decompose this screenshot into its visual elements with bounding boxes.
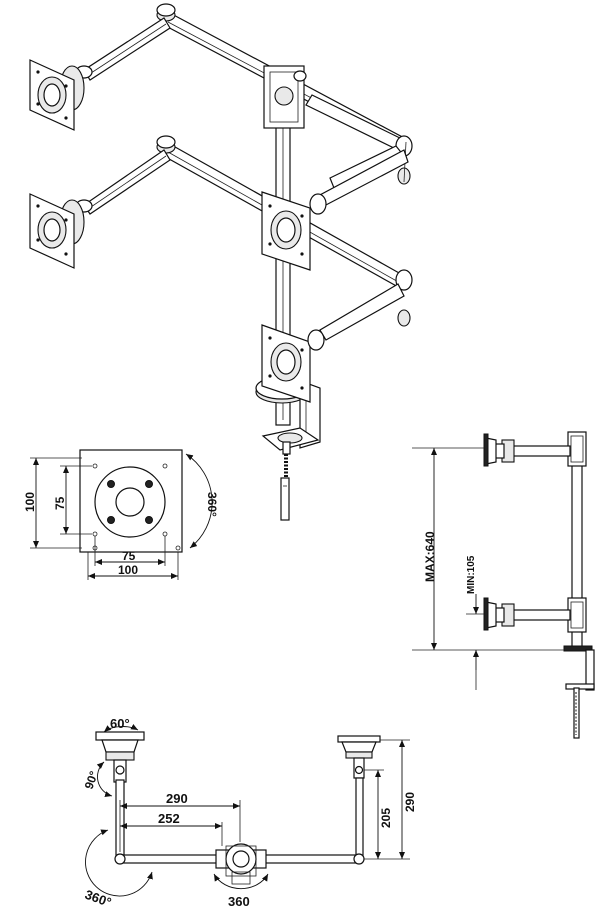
vesa-plate-bottom-center xyxy=(261,324,325,403)
isometric-assembly xyxy=(29,3,413,521)
top-view: 60° 90° 290 252 205 290 360° 360 xyxy=(82,716,417,910)
face-plate-width-outer: 100 xyxy=(118,563,138,577)
top-reach-short: 252 xyxy=(158,811,180,826)
face-plate-detail: 100 75 75 100 360° xyxy=(23,449,219,580)
side-max-height: MAX:640 xyxy=(423,531,437,582)
side-view: MAX:640 MIN:105 xyxy=(412,431,595,739)
top-tilt-top: 60° xyxy=(110,716,130,731)
face-plate-height-inner: 75 xyxy=(53,496,67,510)
vesa-plate-middle-left xyxy=(29,193,75,269)
face-plate-height-outer: 100 xyxy=(23,492,37,512)
top-reach-long: 290 xyxy=(166,791,188,806)
top-depth-total: 290 xyxy=(403,792,417,812)
top-depth-right: 205 xyxy=(379,808,393,828)
top-rotation-center: 360 xyxy=(228,894,250,909)
side-min-height: MIN:105 xyxy=(466,555,477,594)
top-tilt-side: 90° xyxy=(82,769,101,791)
top-rotation-left: 360° xyxy=(83,887,113,910)
face-plate-width-inner: 75 xyxy=(122,549,136,563)
top-arm-tier xyxy=(59,3,413,189)
face-plate-rotation: 360° xyxy=(205,492,219,517)
vesa-plate-middle-center xyxy=(261,191,311,271)
vesa-plate-top-left xyxy=(29,59,75,131)
